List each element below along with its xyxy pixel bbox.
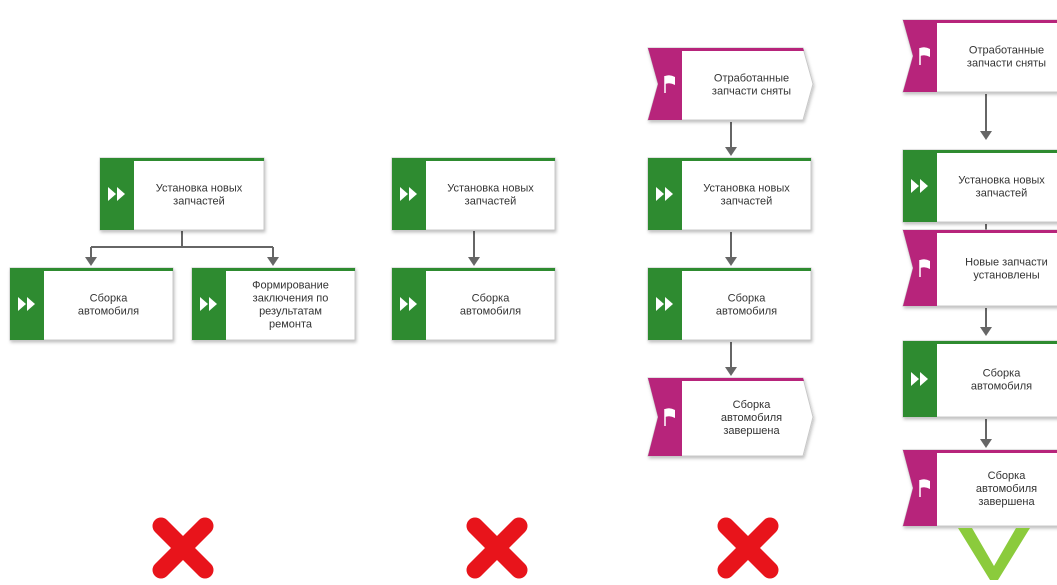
v2-function-install-new-parts-label-line: Установка новых: [447, 183, 534, 195]
v1-function-form-conclusion-label-line: ремонта: [269, 319, 313, 331]
v4-arrow-4: [980, 419, 992, 448]
v1-function-form-conclusion-label-line: результатам: [259, 306, 322, 318]
v4-event-car-assembly-done-label-line: завершена: [978, 496, 1035, 508]
v2-arrow: [468, 231, 480, 266]
v3-wrong-cross-icon: [717, 517, 779, 579]
v2-wrong-cross-icon: [466, 517, 528, 579]
v4-arrow-3: [980, 308, 992, 336]
v4-event-new-parts-installed-top-stripe: [903, 230, 1057, 233]
v4-function-assemble-car-label-line: автомобиля: [971, 381, 1032, 393]
v1-arrow-right: [267, 247, 279, 266]
flag-icon: [919, 47, 930, 65]
v1-function-assemble-car-top-stripe: [10, 268, 173, 271]
v3-arrow-2: [725, 232, 737, 266]
v1-function-install-new-parts-label-line: запчастей: [173, 196, 225, 208]
v2-function-assemble-car-label-line: Сборка: [472, 293, 511, 305]
flag-icon: [919, 479, 930, 497]
v3-event-used-parts-removed-top-stripe: [648, 48, 804, 51]
v4-arrow-1: [980, 94, 992, 140]
v1-function-install-new-parts-top-stripe: [100, 158, 264, 161]
v4-function-assemble-car-top-stripe: [903, 341, 1057, 344]
v4-event-used-parts-removed-label-line: Отработанные: [969, 45, 1044, 57]
flag-icon: [919, 259, 930, 277]
v3-event-car-assembly-done-label-line: автомобиля: [721, 412, 782, 424]
v1-function-form-conclusion-label-line: Формирование: [252, 280, 329, 292]
v2-function-assemble-car-label-line: автомобиля: [460, 306, 521, 318]
v1-function-form-conclusion-top-stripe: [192, 268, 355, 271]
v1-arrow-left: [85, 247, 97, 266]
v1-function-form-conclusion-label-line: заключения по: [253, 293, 329, 305]
v3-function-install-new-parts-label-line: Установка новых: [703, 183, 790, 195]
v4-correct-check-icon: [958, 528, 1030, 580]
fast-forward-icon: [400, 187, 417, 201]
v4-event-used-parts-removed-label-line: запчасти сняты: [967, 58, 1046, 70]
v4-function-install-new-parts-label-line: запчастей: [976, 188, 1028, 200]
v4-event-new-parts-installed-label-line: Новые запчасти: [965, 257, 1048, 269]
flag-icon: [664, 75, 675, 93]
v3-function-assemble-car-top-stripe: [648, 268, 811, 271]
flag-icon: [664, 408, 675, 426]
v3-function-assemble-car-label-line: Сборка: [728, 293, 767, 305]
fast-forward-icon: [108, 187, 125, 201]
v4-event-used-parts-removed-top-stripe: [903, 20, 1057, 23]
v3-event-used-parts-removed-label-line: запчасти сняты: [712, 86, 791, 98]
fast-forward-icon: [911, 179, 928, 193]
v4-event-car-assembly-done-top-stripe: [903, 450, 1057, 453]
v1-function-assemble-car-label-line: Сборка: [90, 293, 129, 305]
fast-forward-icon: [200, 297, 217, 311]
v4-function-assemble-car-label-line: Сборка: [983, 368, 1022, 380]
fast-forward-icon: [656, 187, 673, 201]
v3-event-used-parts-removed-label-line: Отработанные: [714, 73, 789, 85]
v3-event-car-assembly-done-label-line: Сборка: [733, 399, 772, 411]
v3-event-car-assembly-done-label-line: завершена: [723, 425, 780, 437]
v1-wrong-cross-icon: [152, 517, 214, 579]
v4-function-install-new-parts-top-stripe: [903, 150, 1057, 153]
v2-function-install-new-parts-top-stripe: [392, 158, 555, 161]
fast-forward-icon: [18, 297, 35, 311]
v3-arrow-3: [725, 342, 737, 376]
v4-event-car-assembly-done-label-line: Сборка: [988, 470, 1027, 482]
fast-forward-icon: [911, 372, 928, 386]
v4-event-car-assembly-done-label-line: автомобиля: [976, 483, 1037, 495]
fast-forward-icon: [656, 297, 673, 311]
v1-function-install-new-parts-label-line: Установка новых: [156, 183, 243, 195]
v3-arrow-1: [725, 122, 737, 156]
v2-function-install-new-parts-label-line: запчастей: [465, 196, 517, 208]
v1-function-assemble-car-label-line: автомобиля: [78, 306, 139, 318]
v3-function-install-new-parts-label-line: запчастей: [721, 196, 773, 208]
v2-function-assemble-car-top-stripe: [392, 268, 555, 271]
v3-event-car-assembly-done-top-stripe: [648, 378, 804, 381]
v4-event-new-parts-installed-label-line: установлены: [973, 270, 1039, 282]
v3-function-install-new-parts-top-stripe: [648, 158, 811, 161]
fast-forward-icon: [400, 297, 417, 311]
v3-function-assemble-car-label-line: автомобиля: [716, 306, 777, 318]
v4-function-install-new-parts-label-line: Установка новых: [958, 175, 1045, 187]
